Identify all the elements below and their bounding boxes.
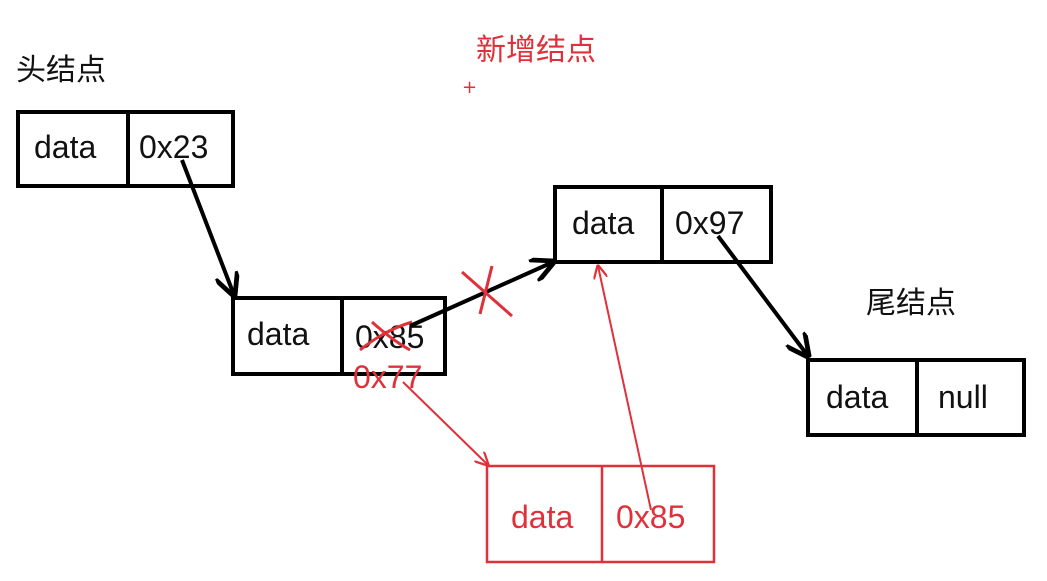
head-node-data: data bbox=[34, 129, 96, 165]
second-node-data: data bbox=[247, 316, 309, 352]
head-node-label: 头结点 bbox=[16, 53, 106, 88]
arrow-new-to-third bbox=[598, 266, 652, 511]
arrow-second-to-third bbox=[409, 262, 553, 328]
plus-mark: + bbox=[462, 77, 477, 98]
third-node-next: 0x97 bbox=[675, 205, 744, 241]
third-node-data: data bbox=[572, 205, 634, 241]
tail-node-label: 尾结点 bbox=[866, 286, 956, 321]
tail-node-next: null bbox=[938, 379, 988, 415]
arrow-third-to-tail bbox=[716, 234, 808, 356]
tail-node-data: data bbox=[826, 379, 888, 415]
new-node-label: 新增结点 bbox=[476, 33, 596, 68]
arrow-head-to-second bbox=[180, 159, 234, 295]
new-node: data 0x85 bbox=[485, 464, 716, 564]
tail-node: data null bbox=[806, 358, 1026, 437]
new-node-data: data bbox=[511, 499, 573, 535]
broken-link-cross bbox=[461, 265, 513, 318]
arrow-second-to-new bbox=[402, 381, 488, 465]
head-node-next: 0x23 bbox=[139, 129, 208, 165]
third-node: data 0x97 bbox=[553, 185, 773, 264]
head-node: data 0x23 bbox=[16, 110, 235, 188]
